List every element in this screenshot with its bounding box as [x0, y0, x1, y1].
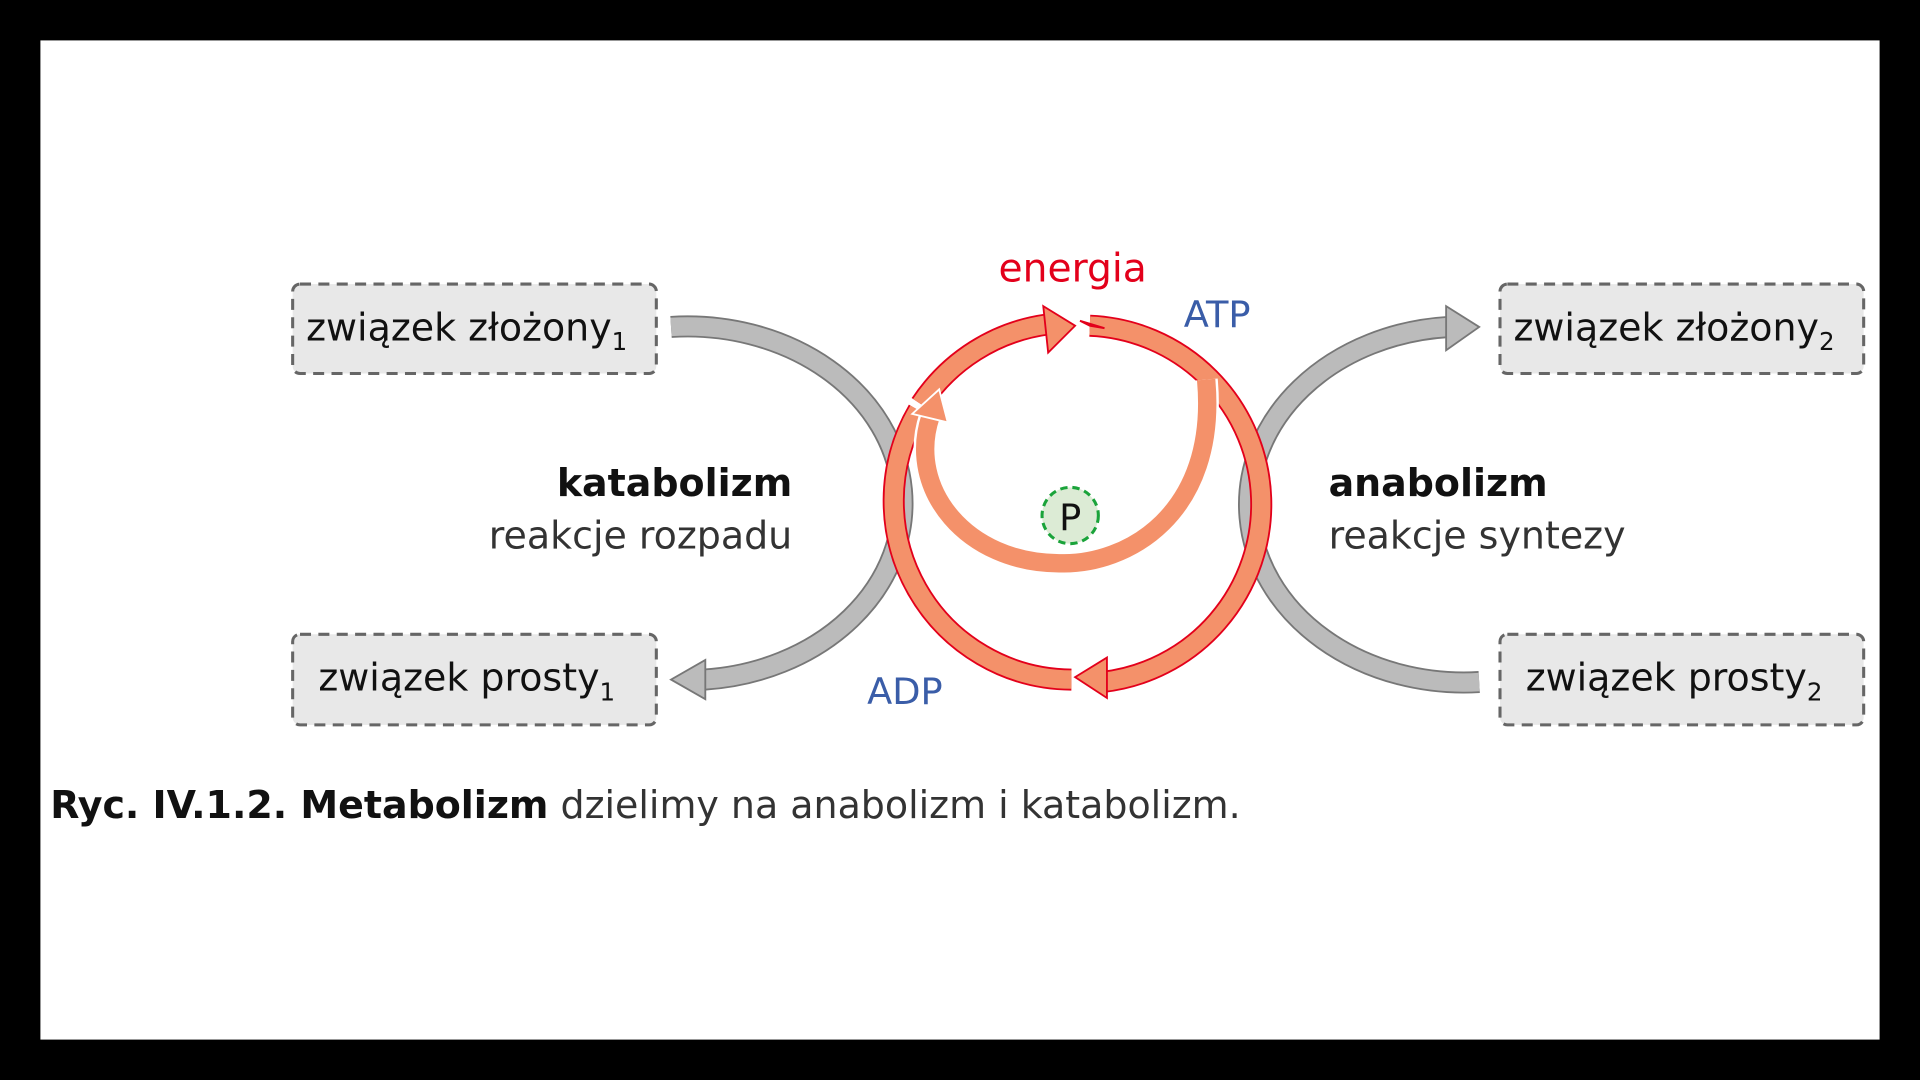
adp-label: ADP	[867, 670, 943, 713]
svg-text:związek złożony1: związek złożony1	[306, 305, 627, 356]
catabolism-title: katabolizm	[557, 461, 792, 505]
svg-text:związek prosty1: związek prosty1	[318, 656, 615, 707]
catabolism-desc: reakcje rozpadu	[489, 514, 792, 558]
anabolism-title: anabolizm	[1329, 461, 1548, 505]
atp-label: ATP	[1184, 293, 1251, 336]
box-simple-compound-2: związek prosty2	[1498, 632, 1866, 727]
atp-cycle: P	[882, 304, 1273, 700]
svg-text:związek złożony2: związek złożony2	[1513, 305, 1834, 356]
figure-caption: Ryc. IV.1.2. Metabolizm dzielimy na anab…	[50, 783, 1240, 827]
box-simple-compound-1: związek prosty1	[291, 632, 658, 727]
svg-text:związek prosty2: związek prosty2	[1526, 656, 1823, 707]
box-complex-compound-1: związek złożony1	[291, 282, 658, 375]
phosphate-badge: P	[1040, 485, 1100, 546]
anabolism-desc: reakcje syntezy	[1329, 514, 1626, 558]
energy-label: energia	[999, 247, 1147, 292]
box-complex-compound-2: związek złożony2	[1498, 282, 1866, 375]
svg-text:P: P	[1059, 496, 1081, 539]
anabolism-arrow	[1238, 304, 1481, 694]
